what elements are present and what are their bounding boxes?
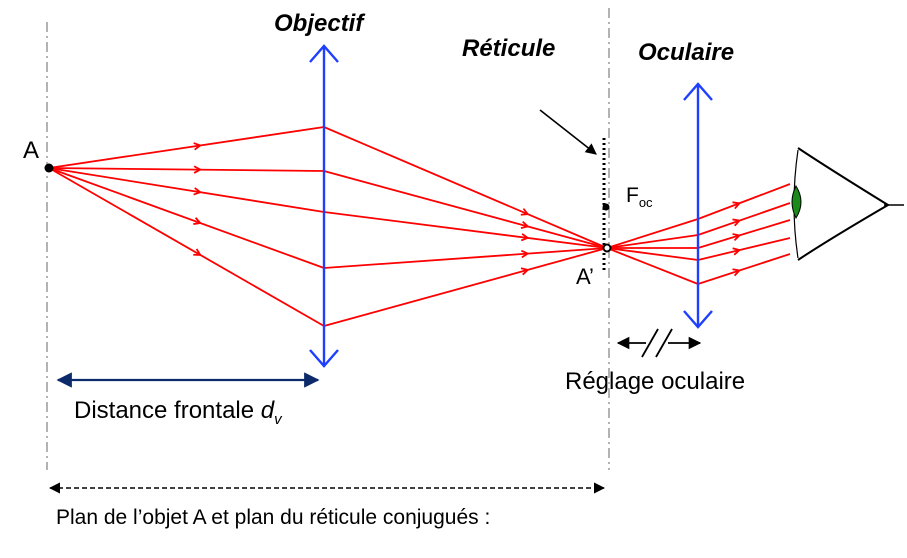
eyepiece-lens [683,82,713,329]
ray-direction-chevron [193,187,203,196]
light-rays [48,126,791,327]
pointer-arrow-icon [539,109,597,155]
ray-direction-chevron [520,220,530,229]
ray-direction-chevron [732,247,742,256]
point-A [44,163,54,173]
focus-main: F [626,184,639,207]
ray-direction-chevron [520,233,530,242]
ray-direction-chevron [521,249,530,259]
ray-segment [697,237,791,261]
objective-label: Objectif [274,10,364,37]
conjugate-planes-label: Plan de l’objet A et plan du réticule co… [56,506,491,529]
ray-segment [606,218,699,249]
ray-segment [48,167,325,213]
point-F-oc [602,203,610,211]
ray-segment [697,219,791,249]
ray-segment [606,234,699,249]
working-distance-symbol: d [260,397,275,424]
ray-segment [48,167,325,327]
eyepiece-adjust-arrow [616,328,702,358]
eye-icon [791,147,904,261]
focus-label: Foc [626,184,653,210]
eyepiece-adjust-label: Réglage oculaire [565,368,746,395]
ray-direction-chevron [193,165,203,174]
reticle-label: Réticule [462,35,556,62]
working-distance-sub: v [274,410,282,428]
focus-sub: oc [638,195,653,211]
ray-segment [697,183,791,220]
ray-direction-chevron [732,233,742,242]
working-distance-label: Distance frontale dv [74,397,282,428]
working-distance-text: Distance frontale [74,397,261,424]
point-A-label: A [23,137,40,164]
ray-direction-chevron [520,267,530,276]
ray-segment [323,126,608,249]
ray-direction-chevron [732,201,742,210]
ray-segment [48,167,325,269]
ray-segment [606,247,699,261]
ray-segment [48,126,325,169]
ray-direction-chevron [193,217,203,225]
ray-direction-chevron [193,142,203,151]
point-A-prime [602,243,612,253]
ray-segment [323,211,608,249]
ray-segment [48,167,325,172]
ray-segment [323,247,608,269]
image-A-prime-label: A’ [576,264,594,289]
ray-direction-chevron [732,218,742,227]
ray-segment [323,247,608,327]
ray-direction-chevron [732,268,742,277]
ray-segment [697,202,791,236]
eyepiece-label: Oculaire [638,39,735,66]
ray-direction-chevron [193,248,202,256]
ray-segment [606,247,699,285]
ray-segment [323,170,608,249]
objective-lens [309,44,339,368]
ray-segment [697,253,791,285]
ray-direction-chevron [520,208,530,216]
